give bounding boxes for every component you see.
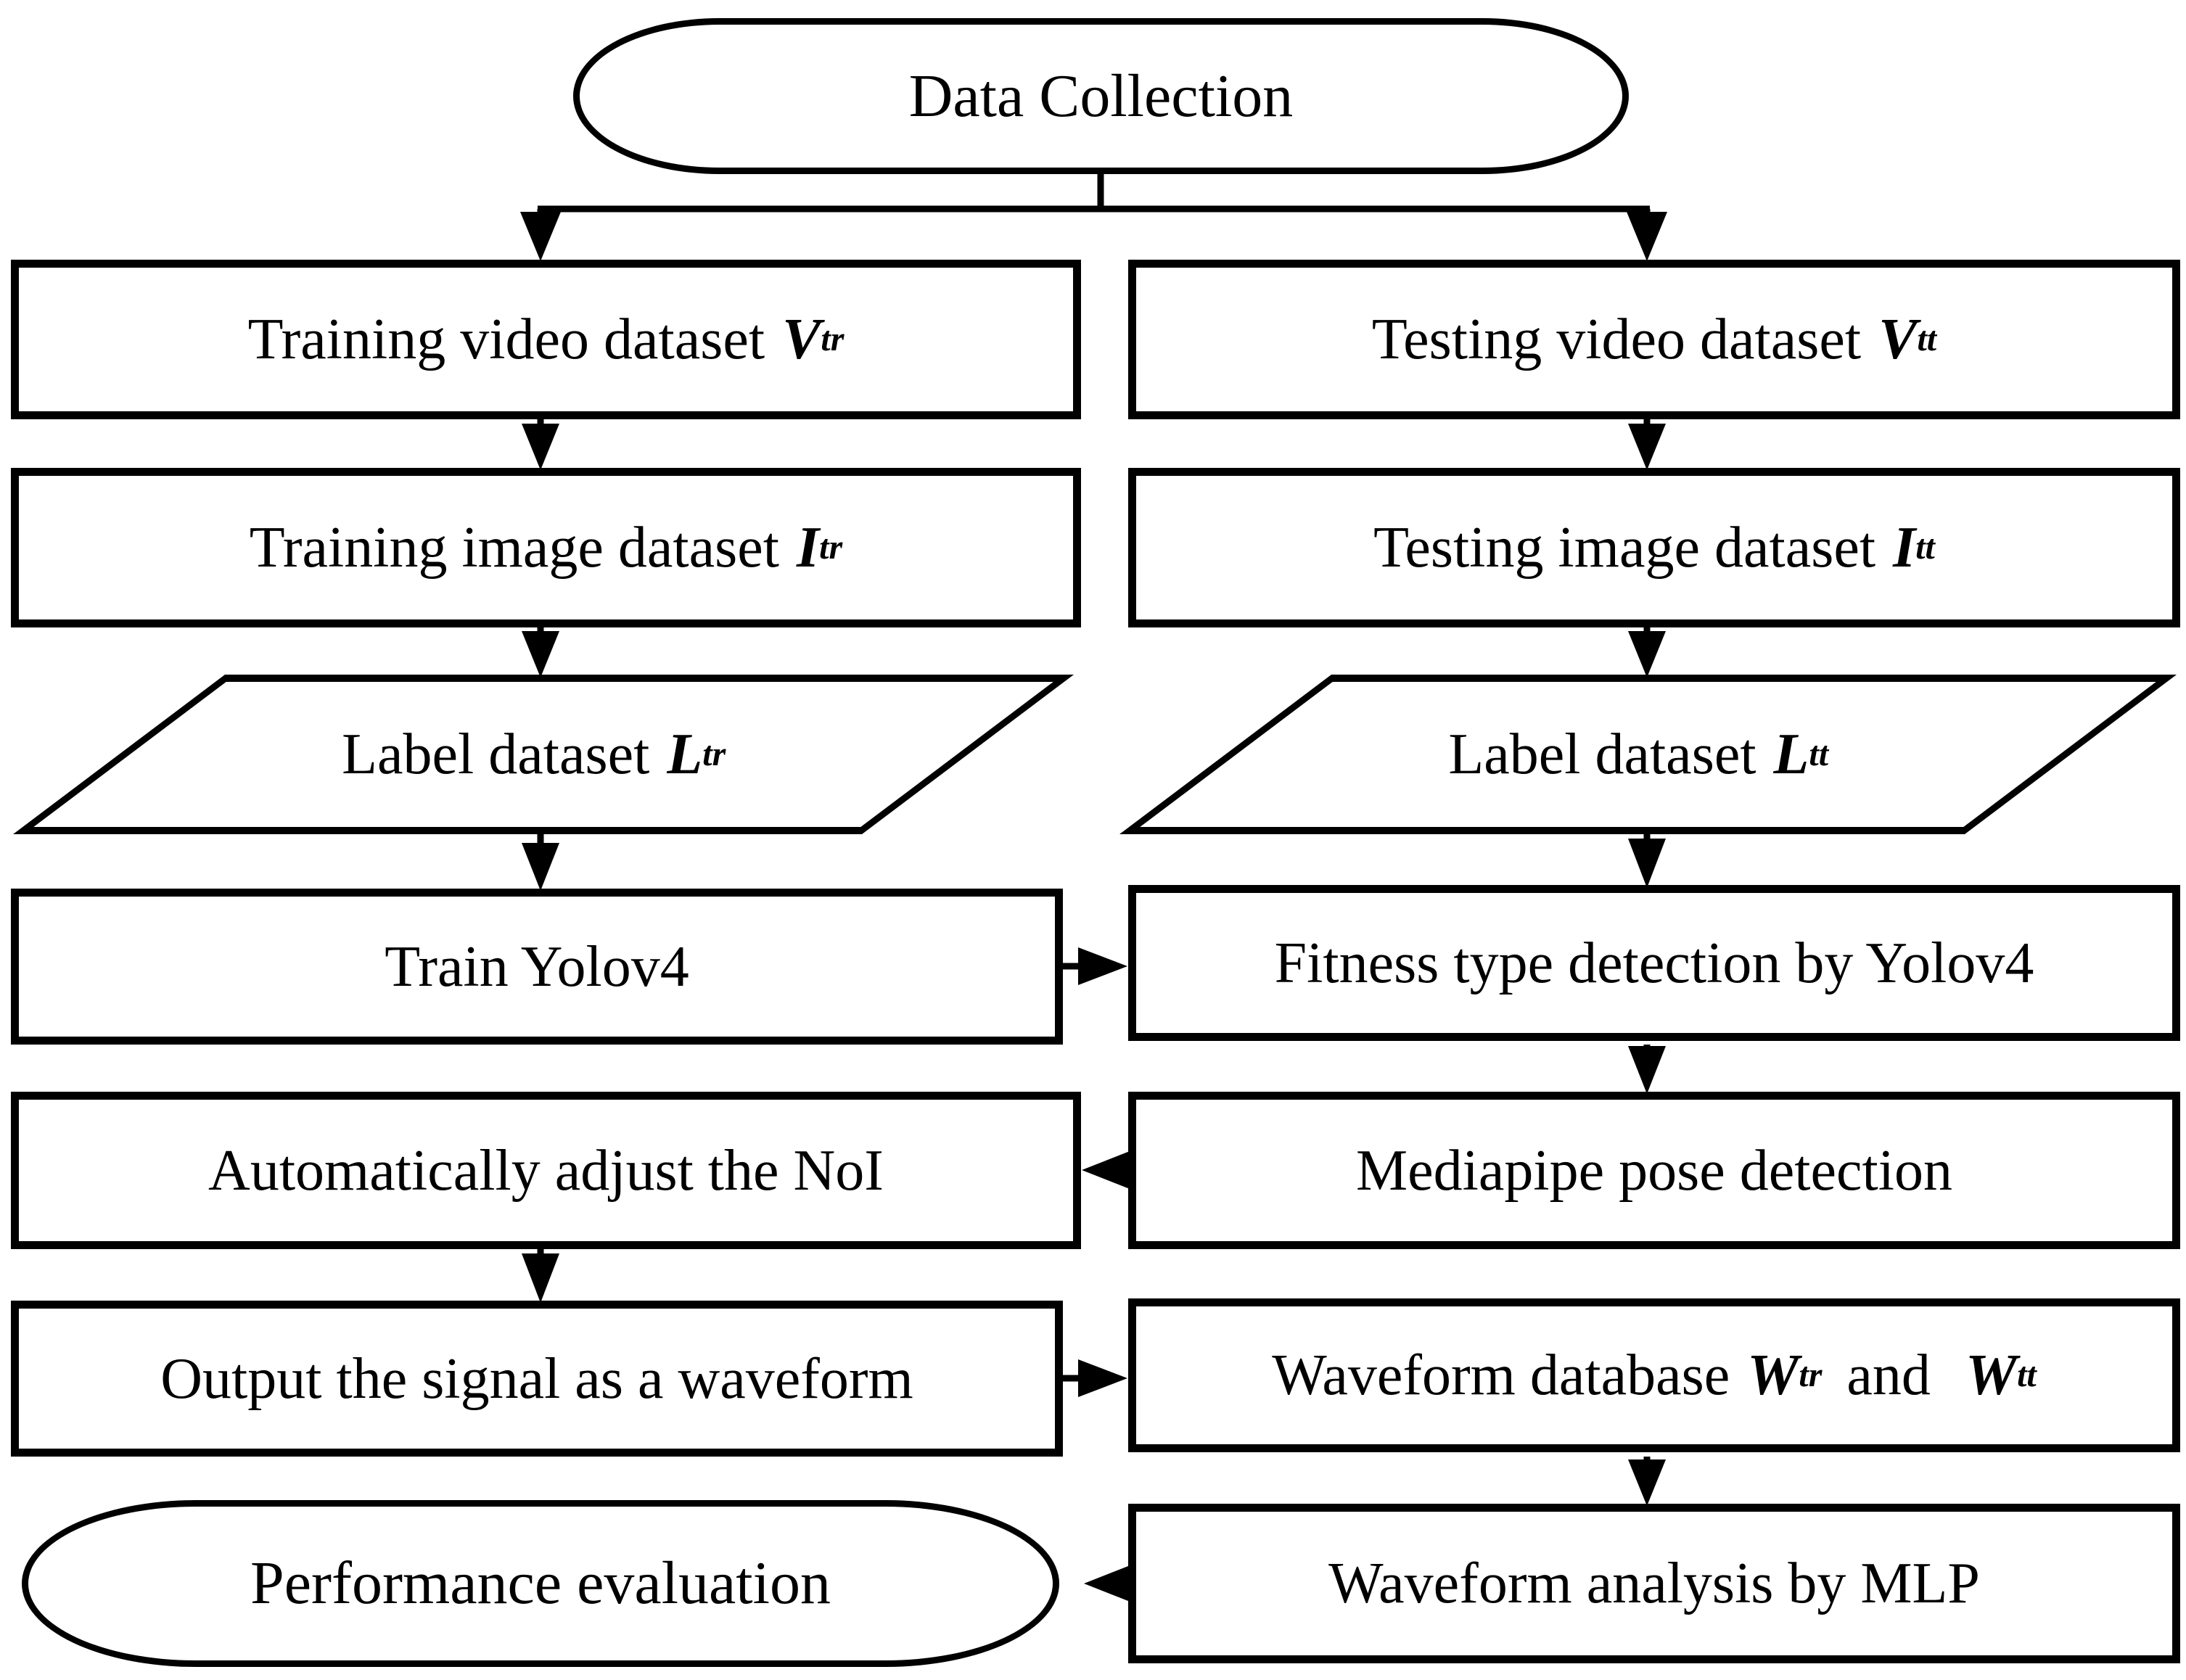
node-waveform-database-and: and	[1846, 1343, 1931, 1407]
math-symbol-i-tt: I	[1893, 516, 1916, 580]
node-waveform-database-label: Waveform database	[1272, 1343, 1730, 1407]
edge-waveformanalysis-performance	[1084, 1565, 1132, 1602]
node-training-image-label: Training image dataset	[249, 516, 780, 580]
math-symbol-i-tr: I	[797, 516, 820, 580]
math-symbol-l-tt: L	[1773, 722, 1809, 786]
edge-outputwaveform-waveformdatabase	[1063, 1359, 1127, 1397]
node-output-waveform: Output the signal as a waveform	[11, 1301, 1063, 1457]
math-symbol-v-tr: V	[782, 308, 821, 371]
edge-waveformdatabase-waveformanalysis	[1628, 1457, 1666, 1506]
math-symbol-l-tr: L	[667, 722, 703, 786]
edge-testingvideo-testingimage	[1628, 419, 1666, 470]
edge-datacollection-testingvideo	[1627, 209, 1667, 261]
node-testing-video-label: Testing video dataset	[1371, 308, 1862, 371]
edge-mediapipe-adjustnoi	[1082, 1151, 1130, 1189]
node-waveform-analysis: Waveform analysis by MLP	[1128, 1504, 2180, 1663]
node-train-yolov4-label: Train Yolov4	[385, 934, 689, 999]
node-testing-image-label: Testing image dataset	[1373, 516, 1876, 580]
edge-labeltest-fitnessdetection	[1628, 834, 1666, 888]
node-performance-evaluation-label: Performance evaluation	[250, 1549, 831, 1617]
edge-testingimage-labeltest	[1628, 627, 1666, 678]
edge-trainyolov4-fitnessdetection	[1063, 947, 1127, 985]
node-fitness-type-detection-label: Fitness type detection by Yolov4	[1274, 931, 2034, 995]
node-performance-evaluation: Performance evaluation	[22, 1500, 1059, 1667]
edge-adjustnoi-outputwaveform	[522, 1249, 559, 1303]
math-symbol-v-tt: V	[1878, 308, 1918, 371]
node-output-waveform-label: Output the signal as a waveform	[160, 1346, 913, 1411]
node-data-collection-label: Data Collection	[908, 62, 1294, 130]
node-adjust-noi: Automatically adjust the NoI	[11, 1092, 1081, 1249]
edge-fitnessdetection-mediapipe	[1628, 1045, 1666, 1094]
node-label-dataset-test-label: Label dataset	[1448, 722, 1756, 786]
math-symbol-w-tt: W	[1965, 1343, 2018, 1407]
node-fitness-type-detection: Fitness type detection by Yolov4	[1128, 885, 2180, 1041]
edge-datacollection-split	[538, 170, 1650, 213]
edge-labeltrain-trainyolov4	[522, 834, 559, 891]
edge-datacollection-trainingvideo	[520, 209, 561, 261]
node-mediapipe-pose-detection-label: Mediapipe pose detection	[1356, 1138, 1952, 1203]
edge-trainingvideo-trainingimage	[522, 419, 559, 470]
node-adjust-noi-label: Automatically adjust the NoI	[208, 1138, 884, 1203]
node-label-dataset-train-label: Label dataset	[342, 722, 650, 786]
node-training-video-label: Training video dataset	[247, 308, 765, 371]
node-train-yolov4: Train Yolov4	[11, 889, 1063, 1045]
math-symbol-w-tr: W	[1747, 1343, 1799, 1407]
node-waveform-analysis-label: Waveform analysis by MLP	[1328, 1552, 1980, 1615]
edge-trainingimage-labeltrain	[522, 627, 559, 678]
node-data-collection: Data Collection	[573, 18, 1629, 174]
node-mediapipe-pose-detection: Mediapipe pose detection	[1128, 1092, 2180, 1249]
